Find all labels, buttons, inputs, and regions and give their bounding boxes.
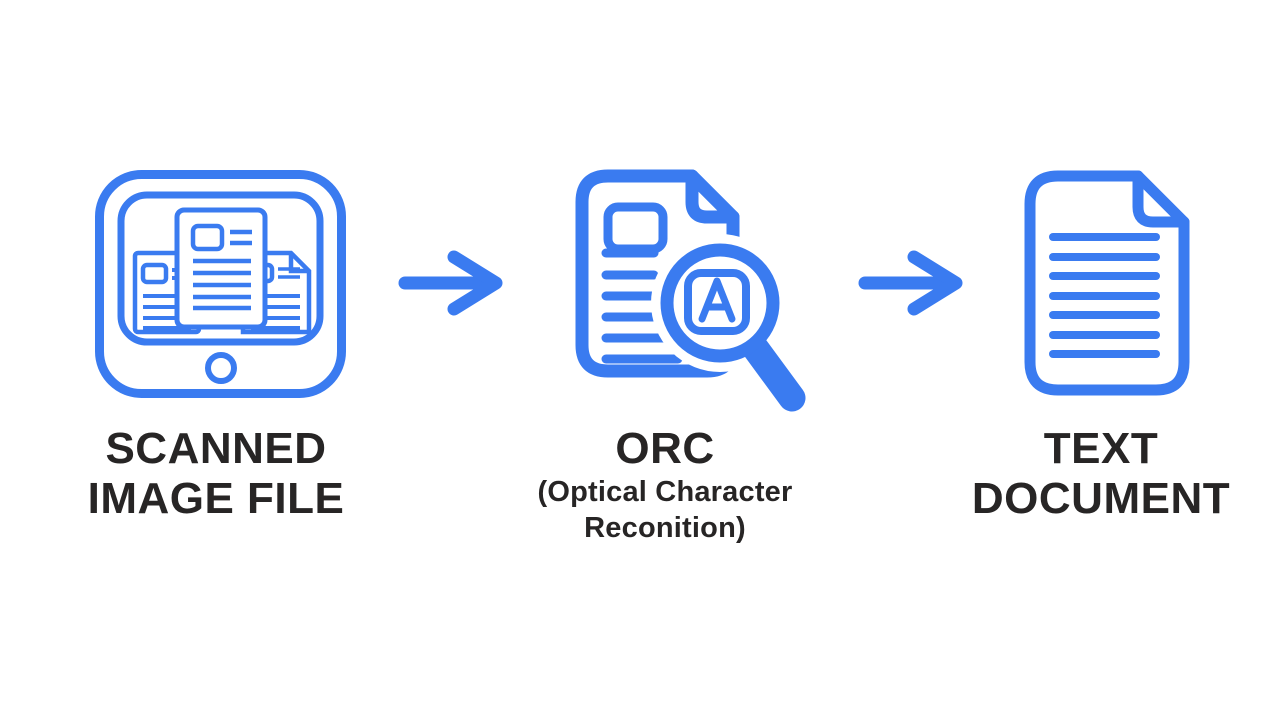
step-caption-scanned-image-file: SCANNED IMAGE FILE: [40, 424, 392, 524]
step-subtitle-line: Reconition): [584, 512, 746, 544]
step-caption-ocr: ORC (Optical Character Reconition): [505, 424, 825, 546]
tablet-documents-icon: [93, 168, 348, 400]
step-title-line: SCANNED: [105, 424, 327, 473]
step-caption-text-document: TEXT DOCUMENT: [925, 424, 1277, 524]
arrow-right-icon: [398, 250, 506, 316]
step-title-line: IMAGE FILE: [87, 474, 345, 523]
document-magnifier-icon: [570, 168, 820, 418]
step-title-line: ORC: [615, 424, 715, 473]
document-lines-icon: [1022, 170, 1192, 398]
step-title-line: TEXT: [1043, 424, 1159, 473]
step-subtitle-line: (Optical Character: [537, 476, 793, 508]
arrow-right-icon: [858, 250, 966, 316]
step-title-line: DOCUMENT: [971, 474, 1231, 523]
